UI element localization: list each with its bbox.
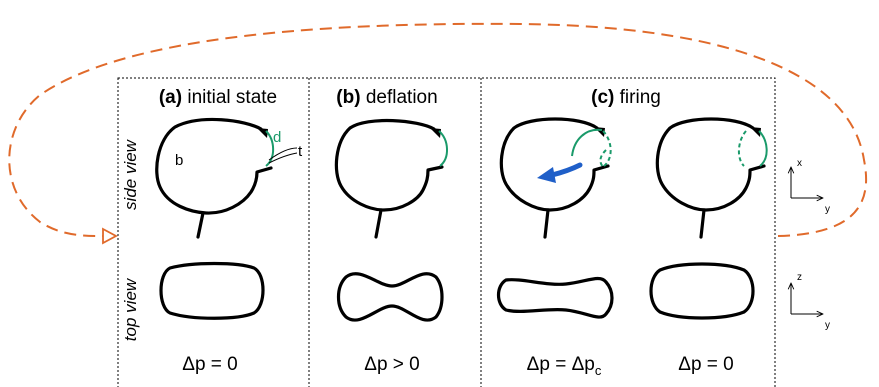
trapdoor-c1-closed: [602, 130, 612, 167]
axis-top-horizontal-label: y: [825, 320, 830, 331]
panel-frames: [117, 77, 776, 387]
axis-top-vertical-label: z: [797, 272, 802, 283]
trap-side-view-c2: [655, 117, 766, 239]
panel-b-title: (b) deflation: [336, 87, 437, 108]
trapdoor-a: [265, 130, 275, 167]
trap-lip-b: [430, 128, 441, 138]
axis-side-horizontal-label: y: [825, 204, 830, 215]
label-t: t: [298, 143, 303, 160]
trapdoor-c2-ghost: [738, 130, 747, 167]
condition-b: Δp > 0: [364, 354, 419, 375]
trap-top-view-c2: [649, 262, 755, 320]
label-b: b: [175, 152, 183, 169]
axes-top-view: [791, 283, 823, 314]
trap-side-view-b: [334, 118, 444, 239]
row-label-top-view: top view: [121, 277, 140, 341]
trap-side-view-a: [155, 117, 273, 239]
condition-c2: Δp = 0: [678, 354, 733, 375]
trapdoor-c1-open: [571, 128, 603, 157]
trap-side-view-c1: [499, 117, 610, 239]
cycle-arrow: [8, 22, 868, 237]
trapdoor-b: [438, 130, 448, 167]
trap-top-view-a: [159, 261, 265, 320]
label-d: d: [273, 129, 281, 146]
condition-c1: Δp = Δpc: [527, 354, 602, 378]
row-label-side-view: side view: [121, 138, 140, 210]
trap-top-view-c1: [496, 276, 614, 319]
axis-side-vertical-label: x: [797, 158, 802, 169]
trap-lip-c2: [750, 127, 761, 137]
axes-side-view: [791, 167, 823, 198]
panel-c-title: (c) firing: [591, 87, 661, 108]
threshold-pointer: [268, 147, 298, 164]
trap-top-view-b: [336, 272, 444, 322]
trap-lip-a: [257, 128, 268, 138]
cycle-arrowhead: [102, 227, 118, 245]
top-views: [159, 261, 755, 322]
suction-arrow: [537, 162, 583, 183]
trapdoor-c1-swing: [599, 149, 607, 169]
panel-a-title: (a) initial state: [159, 87, 277, 108]
condition-a: Δp = 0: [182, 354, 237, 375]
trapdoor-c2-closed: [758, 130, 768, 167]
